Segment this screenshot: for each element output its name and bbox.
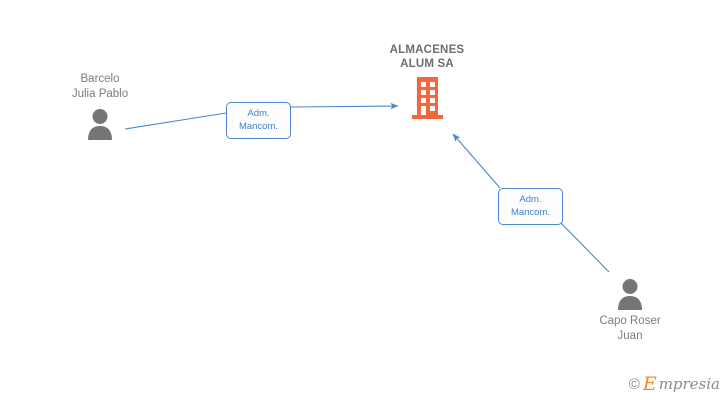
relationship-label-capo[interactable]: Adm. Mancom.: [498, 188, 563, 225]
person-icon: [618, 279, 642, 310]
brand-name: mpresia: [658, 375, 720, 393]
edge-label-to-company-right: [452, 133, 501, 189]
brand-initial: E: [642, 373, 657, 395]
edge-capo-to-label: [559, 221, 610, 273]
building-icon: [412, 77, 443, 119]
empresia-watermark: © E mpresia: [629, 375, 720, 394]
company-node[interactable]: ALMACENES ALUM SA: [352, 44, 502, 119]
copyright-icon: ©: [628, 376, 640, 393]
person-icon: [88, 109, 112, 140]
avatar-wrap: [555, 278, 705, 310]
avatar-wrap: [25, 108, 175, 140]
relationship-label-barcelo[interactable]: Adm. Mancom.: [226, 102, 291, 139]
person-node-capo-roser-juan[interactable]: Capo Roser Juan: [555, 278, 705, 344]
company-name: ALMACENES ALUM SA: [389, 44, 465, 70]
person-name: Capo Roser Juan: [599, 315, 661, 342]
building-icon-wrap: [352, 77, 502, 119]
person-name: Barcelo Julia Pablo: [71, 73, 129, 100]
person-node-barcelo-julia-pablo[interactable]: Barcelo Julia Pablo: [25, 72, 175, 140]
